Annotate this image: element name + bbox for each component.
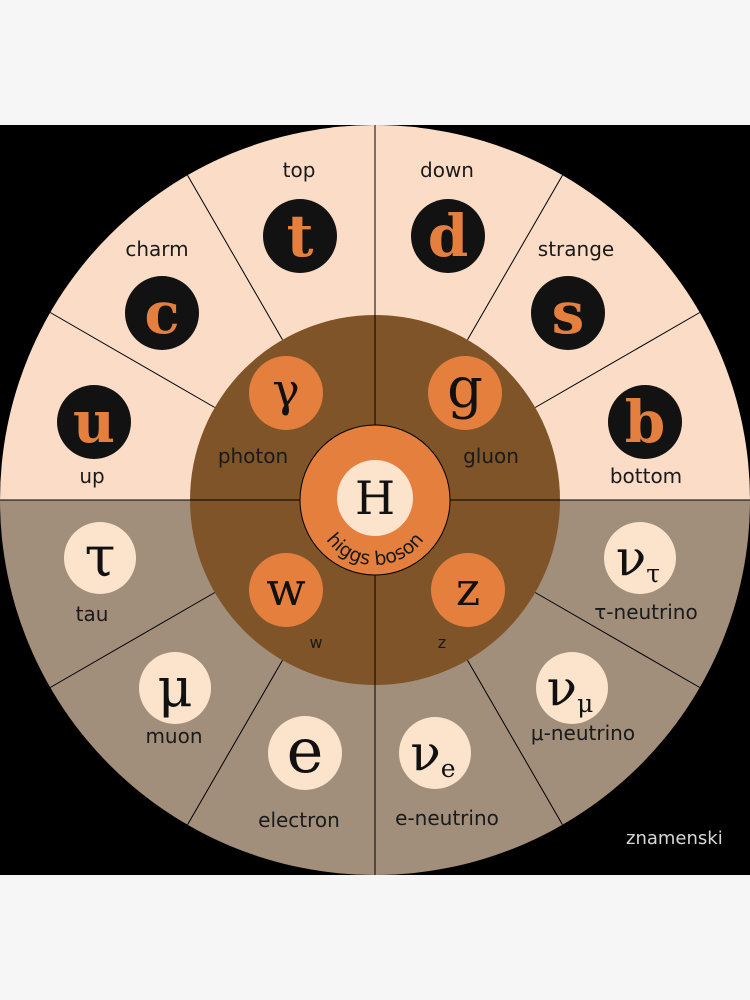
wedge-divider xyxy=(49,312,216,408)
quark-up-particle: u up xyxy=(57,385,131,488)
boson-photon-symbol: γ xyxy=(272,363,300,417)
quark-charm-particle: c charm xyxy=(125,237,199,350)
quark-bottom-particle: b bottom xyxy=(608,385,682,488)
lepton-mu-neutrino-symbol: νμ xyxy=(547,659,594,718)
particle-tokens: t top d down s strange b bottom u up c charm ντ τ-neu… xyxy=(57,158,698,832)
wedge-divider xyxy=(187,174,283,341)
boson-w-particle: ww xyxy=(249,553,323,652)
quark-strange-token xyxy=(531,276,605,350)
lepton-muon-particle: μ muon xyxy=(139,652,211,748)
quark-up-label: up xyxy=(79,464,104,488)
quark-top-symbol: t xyxy=(287,202,314,270)
lepton-electron-token xyxy=(268,716,342,790)
lepton-tau-token xyxy=(64,522,136,594)
wedge-divider xyxy=(467,174,563,341)
boson-photon-label: photon xyxy=(218,444,288,468)
lepton-tau-neutrino-token xyxy=(604,522,676,594)
quark-down-token xyxy=(411,199,485,273)
boson-photon-particle: γ photon xyxy=(218,356,323,468)
outer-ring-dividers xyxy=(0,125,750,875)
wedge-divider xyxy=(187,659,283,826)
lepton-mu-neutrino-label: μ-neutrino xyxy=(531,721,635,745)
quark-charm-label: charm xyxy=(125,237,188,261)
lepton-muon-label: muon xyxy=(145,724,202,748)
quark-down-label: down xyxy=(420,158,474,182)
wedge-divider xyxy=(534,592,701,688)
higgs-token xyxy=(337,460,413,536)
quark-strange-symbol: s xyxy=(552,279,585,347)
quark-bottom-symbol: b xyxy=(625,388,666,456)
quark-down-particle: d down xyxy=(411,158,485,273)
quark-bottom-label: bottom xyxy=(610,464,682,488)
quark-charm-token xyxy=(125,276,199,350)
boson-w-token xyxy=(249,553,323,627)
lepton-e-neutrino-label: e-neutrino xyxy=(395,806,499,830)
boson-z-label: z xyxy=(438,633,446,652)
lepton-mu-neutrino-token xyxy=(536,652,608,724)
boson-z-symbol: z xyxy=(456,562,480,616)
quark-up-token xyxy=(57,385,131,459)
lepton-muon-symbol: μ xyxy=(157,656,192,719)
boson-gluon-label: gluon xyxy=(463,444,519,468)
boson-z-particle: zz xyxy=(431,553,505,652)
wedge-divider xyxy=(467,659,563,826)
boson-w-symbol: w xyxy=(266,562,305,616)
wedge-divider xyxy=(534,312,701,408)
boson-w-label: w xyxy=(309,633,322,652)
quark-bottom-token xyxy=(608,385,682,459)
watermark: znamenski xyxy=(626,828,723,849)
quark-top-label: top xyxy=(283,158,316,182)
boson-gluon-symbol: g xyxy=(447,356,483,421)
lepton-tau-neutrino-label: τ-neutrino xyxy=(594,600,697,624)
lepton-tau-label: tau xyxy=(76,602,109,626)
quark-top-token xyxy=(263,199,337,273)
lepton-tau-neutrino-symbol: ντ xyxy=(616,529,660,588)
higgs-boson: H higgs boson xyxy=(299,424,451,576)
quark-strange-label: strange xyxy=(538,237,614,261)
lepton-muon-token xyxy=(139,652,211,724)
quark-up-symbol: u xyxy=(73,388,115,456)
lepton-tau-particle: τ tau xyxy=(64,522,136,626)
higgs-symbol: H xyxy=(355,471,395,525)
quark-strange-particle: s strange xyxy=(531,237,614,350)
quark-charm-symbol: c xyxy=(144,279,179,347)
lepton-e-neutrino-token xyxy=(399,717,471,789)
lepton-electron-symbol: e xyxy=(287,714,324,787)
quark-top-particle: t top xyxy=(263,158,337,273)
lepton-e-neutrino-particle: νe e-neutrino xyxy=(395,717,499,830)
lepton-e-neutrino-symbol: νe xyxy=(410,724,455,783)
lepton-mu-neutrino-particle: νμ μ-neutrino xyxy=(531,652,635,745)
lepton-electron-particle: e electron xyxy=(258,714,342,832)
boson-photon-token xyxy=(249,356,323,430)
boson-gluon-token xyxy=(428,356,502,430)
wedge-divider xyxy=(49,592,216,688)
boson-gluon-particle: g gluon xyxy=(428,356,519,468)
quark-down-symbol: d xyxy=(428,202,469,270)
boson-z-token xyxy=(431,553,505,627)
lepton-tau-symbol: τ xyxy=(85,525,116,590)
lepton-electron-label: electron xyxy=(258,808,340,832)
lepton-tau-neutrino-particle: ντ τ-neutrino xyxy=(594,522,698,624)
